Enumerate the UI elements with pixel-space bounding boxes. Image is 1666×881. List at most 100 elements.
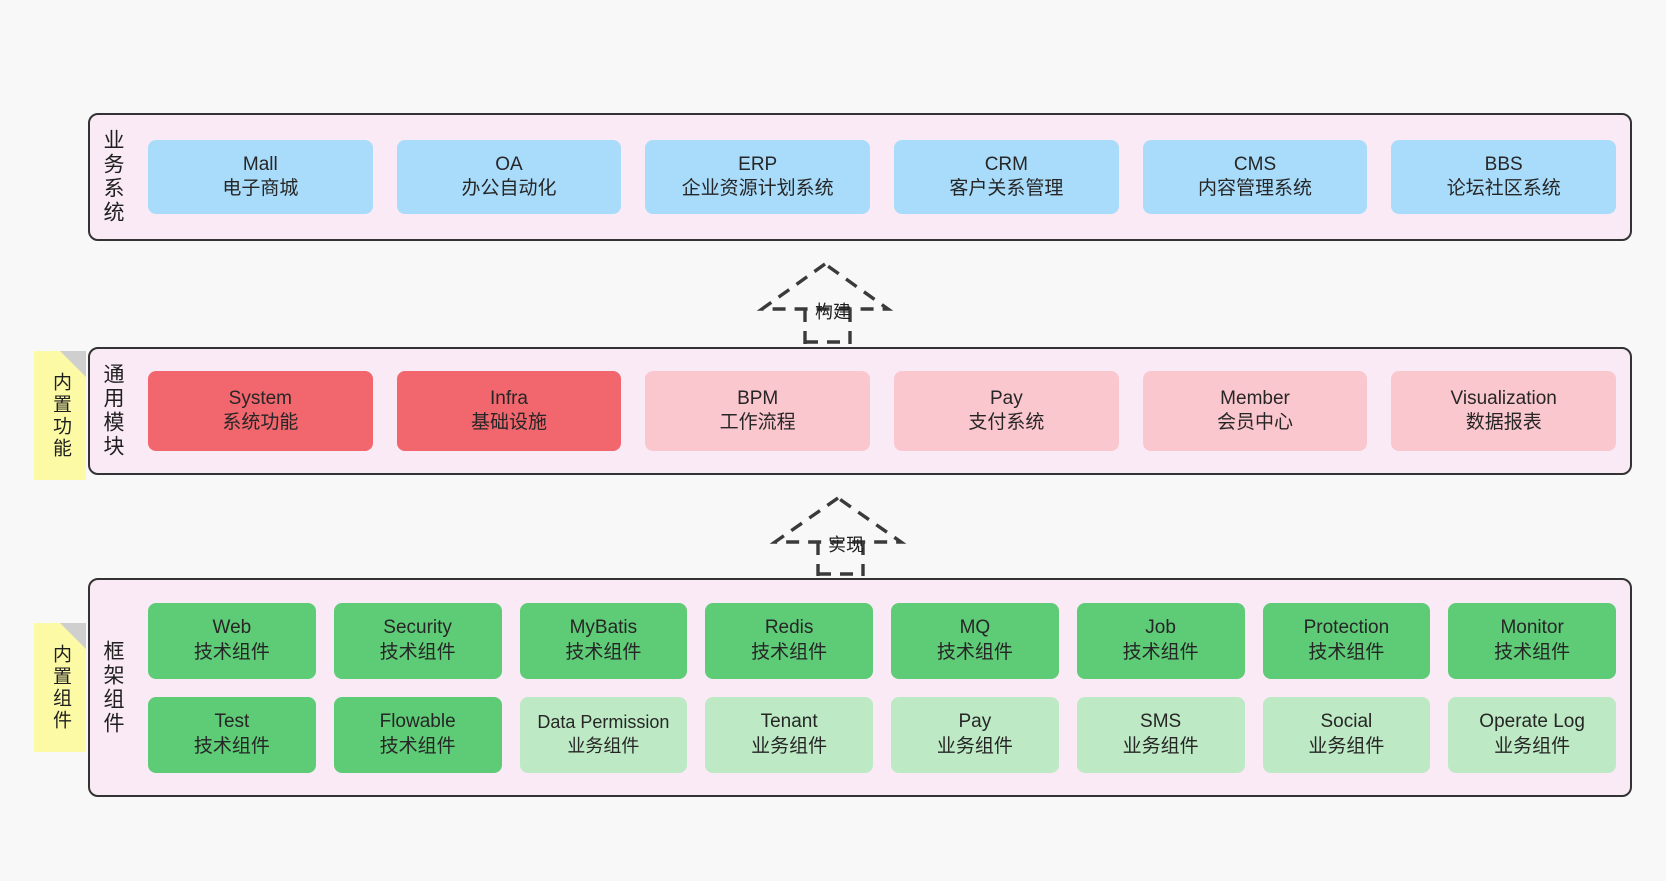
card-subtitle: 业务组件 [567,735,640,756]
card-title: Monitor [1500,617,1564,639]
card-title: BBS [1484,153,1523,175]
card-visualization[interactable]: Visualization 数据报表 [1391,371,1617,451]
card-pay-business[interactable]: Pay 业务组件 [891,696,1059,773]
card-member[interactable]: Member 会员中心 [1142,371,1368,451]
card-erp[interactable]: ERP 企业资源计划系统 [645,140,871,214]
card-cms[interactable]: CMS 内容管理系统 [1142,140,1368,214]
card-operate-log[interactable]: Operate Log 业务组件 [1448,696,1616,773]
card-subtitle: 技术组件 [379,735,456,757]
card-grid-business-systems: Mall 电子商城 OA 办公自动化 ERP 企业资源计划系统 CRM 客户关系… [134,115,1630,239]
card-subtitle: 业务组件 [751,735,828,757]
card-sms[interactable]: SMS 业务组件 [1076,696,1245,773]
connector-implement: 实现 [769,495,913,576]
card-subtitle: 论坛社区系统 [1446,178,1561,199]
card-data-permission[interactable]: Data Permission 业务组件 [519,696,688,773]
layer-business-systems: 业务系统 Mall 电子商城 OA 办公自动化 ERP 企业资源计划系统 CRM… [88,113,1632,241]
card-subtitle: 电子商城 [222,178,299,199]
card-title: Web [212,617,252,639]
card-subtitle: 业务组件 [1122,735,1199,757]
card-pay[interactable]: Pay 支付系统 [894,371,1119,451]
card-row: System 系统功能 Infra 基础设施 BPM 工作流程 Pay 支付系统… [148,371,1617,451]
sticky-note-label: 内置功能 [49,371,71,460]
card-title: Member [1220,387,1290,409]
card-subtitle: 办公自动化 [461,178,557,199]
card-crm[interactable]: CRM 客户关系管理 [894,140,1119,214]
card-title: Tenant [760,711,818,733]
card-oa[interactable]: OA 办公自动化 [396,140,622,214]
card-subtitle: 业务组件 [1494,735,1571,757]
card-system[interactable]: System 系统功能 [148,371,373,451]
card-title: SMS [1140,711,1182,733]
card-title: Redis [764,617,814,639]
card-subtitle: 技术组件 [193,735,270,757]
layer-framework-components: 框架组件 Web 技术组件 Security 技术组件 MyBatis 技术组件… [88,578,1632,797]
connector-build: 构建 [756,261,900,344]
card-row: Test 技术组件 Flowable 技术组件 Data Permission … [148,696,1616,773]
card-title: Flowable [379,711,456,733]
card-monitor[interactable]: Monitor 技术组件 [1448,602,1616,679]
card-subtitle: 技术组件 [1122,641,1199,663]
card-title: Security [383,617,452,639]
sticky-note-builtin-features: 内置功能 [34,351,86,480]
card-subtitle: 技术组件 [1308,641,1385,663]
card-test[interactable]: Test 技术组件 [148,696,316,773]
card-protection[interactable]: Protection 技术组件 [1262,602,1431,679]
card-subtitle: 技术组件 [193,641,270,663]
card-title: Operate Log [1479,711,1585,733]
card-title: System [228,387,293,409]
connector-label-build: 构建 [815,302,851,322]
card-title: Data Permission [537,712,670,733]
card-subtitle: 会员中心 [1217,412,1294,433]
card-title: CMS [1233,153,1277,175]
card-mq[interactable]: MQ 技术组件 [891,602,1059,679]
card-title: CRM [984,153,1028,175]
card-subtitle: 系统功能 [222,412,299,433]
layer-caption-business-systems: 业务系统 [101,129,125,225]
card-web[interactable]: Web 技术组件 [148,602,316,679]
card-subtitle: 技术组件 [565,641,642,663]
card-title: Pay [958,711,992,733]
generalization-arrow-icon [756,261,894,344]
folded-corner-icon [60,623,86,649]
card-subtitle: 技术组件 [936,641,1013,663]
layer-common-modules: 通用模块 System 系统功能 Infra 基础设施 BPM 工作流程 Pay… [88,347,1632,475]
card-infra[interactable]: Infra 基础设施 [396,371,622,451]
card-subtitle: 基础设施 [471,412,548,433]
card-title: Test [214,711,250,733]
card-subtitle: 工作流程 [719,412,796,433]
card-title: ERP [738,153,778,175]
card-job[interactable]: Job 技术组件 [1076,602,1245,679]
card-title: Social [1320,711,1373,733]
card-title: Pay [989,387,1023,409]
card-subtitle: 业务组件 [936,735,1013,757]
card-subtitle: 业务组件 [1308,735,1385,757]
card-mall[interactable]: Mall 电子商城 [148,140,373,214]
card-grid-common-modules: System 系统功能 Infra 基础设施 BPM 工作流程 Pay 支付系统… [134,349,1630,473]
card-title: Visualization [1450,387,1557,409]
card-subtitle: 技术组件 [751,641,828,663]
card-tenant[interactable]: Tenant 业务组件 [705,696,873,773]
card-redis[interactable]: Redis 技术组件 [705,602,873,679]
sticky-note-label: 内置组件 [49,643,71,732]
card-subtitle: 数据报表 [1465,412,1542,433]
card-title: OA [495,153,523,175]
card-subtitle: 内容管理系统 [1198,178,1313,199]
card-row: Mall 电子商城 OA 办公自动化 ERP 企业资源计划系统 CRM 客户关系… [148,140,1617,214]
card-bpm[interactable]: BPM 工作流程 [645,371,871,451]
card-security[interactable]: Security 技术组件 [333,602,502,679]
layer-caption-common-modules: 通用模块 [101,363,125,459]
card-mybatis[interactable]: MyBatis 技术组件 [519,602,688,679]
card-bbs[interactable]: BBS 论坛社区系统 [1391,140,1617,214]
card-social[interactable]: Social 业务组件 [1262,696,1431,773]
card-flowable[interactable]: Flowable 技术组件 [333,696,502,773]
card-subtitle: 技术组件 [1494,641,1571,663]
card-subtitle: 技术组件 [379,641,456,663]
folded-corner-icon [60,351,86,377]
card-title: Mall [242,153,278,175]
layer-caption-framework-components: 框架组件 [101,639,125,736]
card-title: BPM [737,387,779,409]
card-grid-framework-components: Web 技术组件 Security 技术组件 MyBatis 技术组件 Redi… [134,580,1630,795]
card-title: Infra [489,387,529,409]
card-subtitle: 支付系统 [968,412,1045,433]
